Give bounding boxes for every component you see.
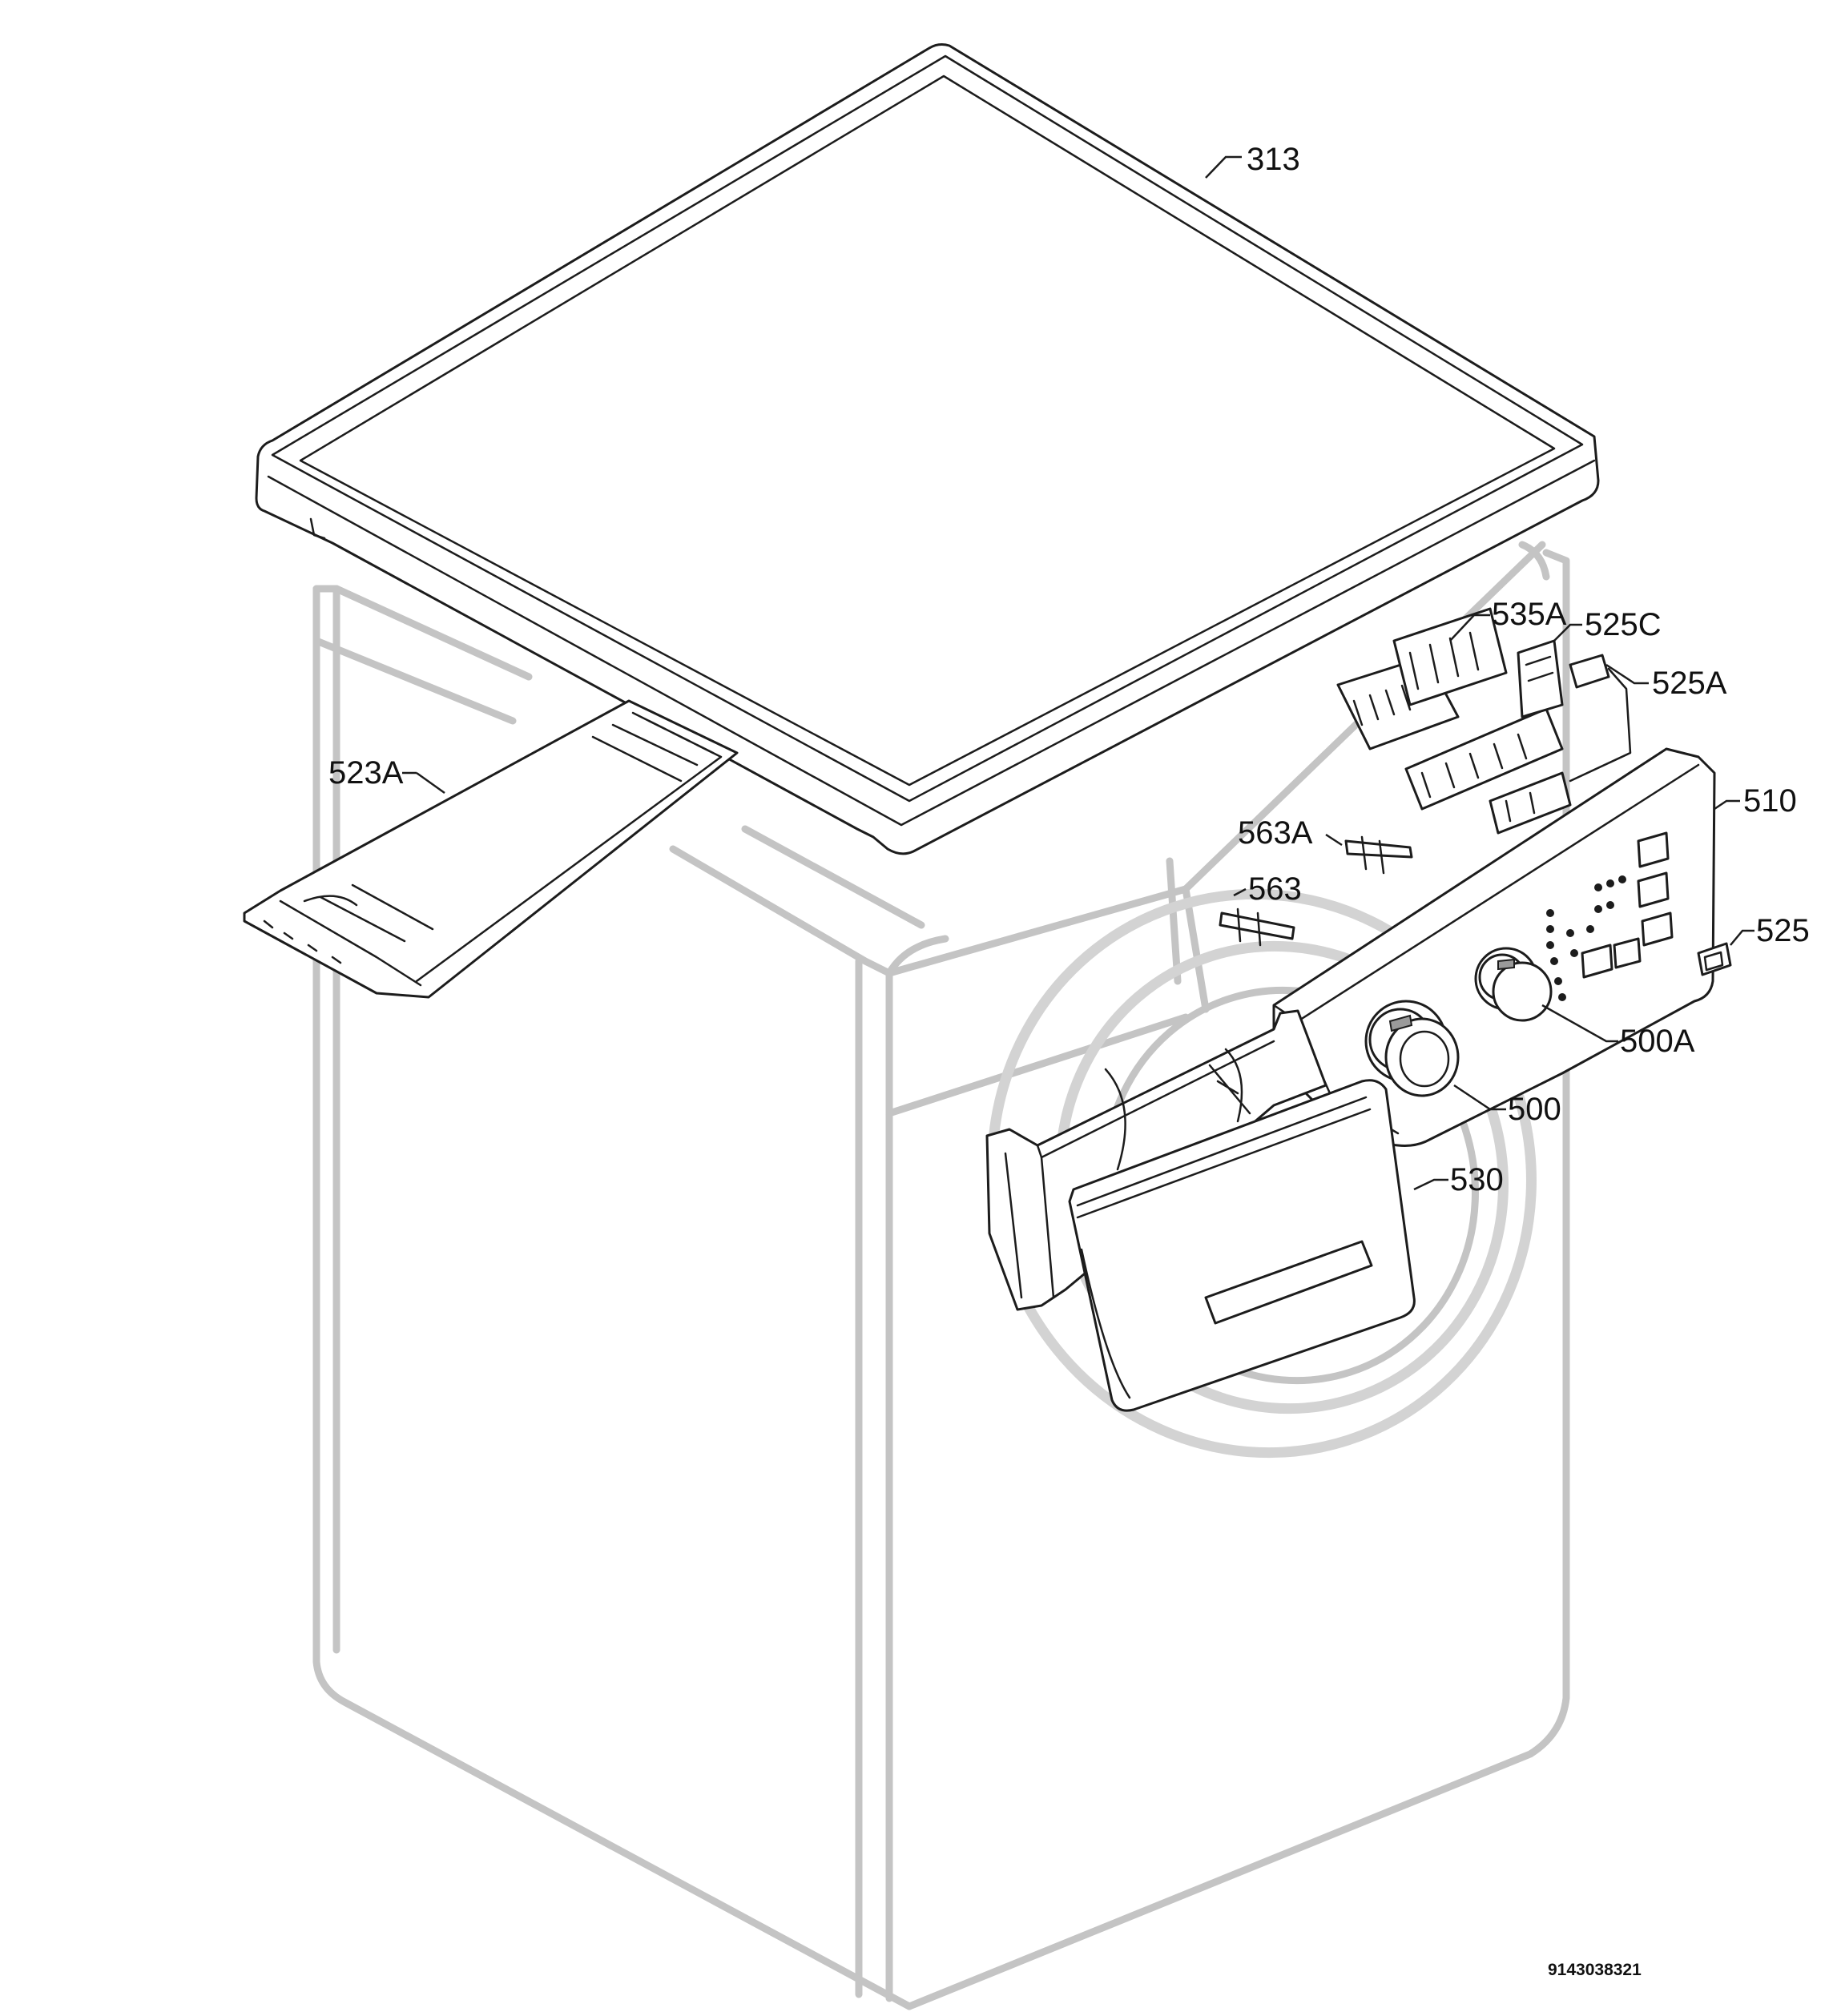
label-523a: 523A — [328, 755, 404, 791]
label-500a: 500A — [1620, 1024, 1695, 1059]
label-313: 313 — [1247, 142, 1300, 177]
leader-lines — [402, 155, 1754, 1191]
label-525c: 525C — [1585, 607, 1662, 642]
label-500: 500 — [1508, 1092, 1561, 1127]
rail-523a — [243, 699, 739, 999]
label-535a: 535A — [1492, 597, 1567, 632]
label-525a: 525A — [1652, 666, 1727, 701]
knob-500a — [1474, 947, 1553, 1022]
label-525: 525 — [1756, 913, 1810, 948]
switch-525 — [1697, 942, 1732, 976]
part-labels: 313 535A 525C 525A 523A 510 563A 563 525… — [328, 142, 1810, 1979]
knob-500 — [1364, 1000, 1460, 1097]
label-510: 510 — [1743, 783, 1797, 819]
pin-563 — [1219, 907, 1295, 947]
dispenser-drawer-530 — [985, 1009, 1416, 1412]
document-number: 9143038321 — [1548, 1961, 1642, 1979]
control-electronics-535a-525c — [1336, 607, 1632, 835]
indicator-leds — [1546, 875, 1626, 1001]
pin-563a — [1344, 835, 1413, 875]
label-530: 530 — [1450, 1162, 1504, 1197]
top-lid-313 — [255, 43, 1600, 855]
label-563: 563 — [1248, 871, 1302, 907]
label-563a: 563A — [1238, 815, 1313, 851]
